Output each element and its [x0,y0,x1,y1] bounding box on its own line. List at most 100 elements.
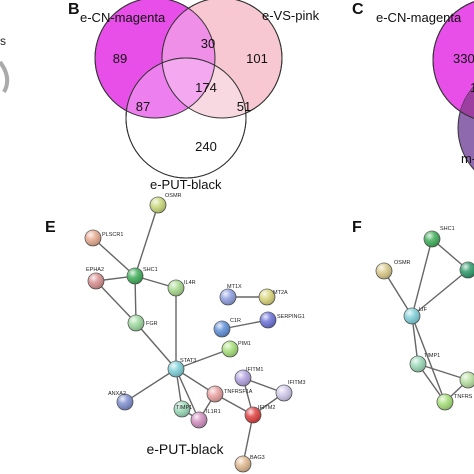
network-node: IFITM2 [244,405,275,424]
panel-letter-e: E [45,219,56,236]
network-node-label: FGR [146,321,158,327]
network-node-label: IL1R1 [206,409,221,415]
network-node-shine [88,273,104,289]
network-node-shine [404,308,420,324]
venn-b-label-cn: e-CN-magenta [80,10,166,25]
network-node-label: TNFRS [454,394,473,400]
network-node: MT1X [219,284,242,306]
network-edge [175,348,231,370]
network-node-shine [174,401,190,417]
network-node: EPHA2 [86,267,105,290]
network-node: TNFRS [436,393,473,411]
network-node [459,261,474,279]
network-node-shine [437,394,453,410]
network-node: LIF [403,307,428,325]
network-node-label: C1R [230,318,241,324]
network-node-shine [410,356,426,372]
venn-b-count-vs-put: 51 [237,99,251,114]
network-node-shine [207,386,223,402]
venn-c-count-cn: 3300 [453,51,474,66]
venn-b: B e-CN-magenta e-VS-pink e-PUT-black 89 … [68,0,320,192]
network-node: SERPING1 [259,311,305,329]
network-node: FGR [127,314,158,332]
network-node-label: SHC1 [143,267,158,273]
network-node-label: MT2A [273,290,288,296]
network-node-shine [150,197,166,213]
network-edge [383,270,413,317]
network-edge [95,280,137,324]
network-node-shine [127,268,143,284]
network-node-shine [168,280,184,296]
network-node: TIMP1 [409,353,440,373]
network-node-label: SERPING1 [277,314,305,320]
network-node-label: SHC1 [440,226,455,232]
network-node-shine [235,456,251,472]
network-node-shine [460,372,474,388]
venn-b-count-put-only: 240 [195,139,217,154]
network-node-label: BAG3 [250,455,265,461]
network-node-label: IFITM1 [246,367,263,373]
venn-b-count-cn-put: 87 [136,99,150,114]
network-node: ANXA2 [108,391,134,411]
network-edge [135,322,177,370]
panel-a-remnant: s [0,34,10,93]
network-node: IL1R1 [190,409,221,429]
network-node-shine [191,412,207,428]
network-node-shine [128,315,144,331]
network-node-label: OSMR [394,260,411,266]
network-node-label: STAT3 [180,358,196,364]
panel-letter-c: C [352,1,364,18]
network-node-shine [235,370,251,386]
panel-letter-f: F [352,219,362,236]
network-node-label: IFITM3 [288,380,305,386]
venn-b-count-cn-vs: 30 [201,36,215,51]
network-edge [124,368,177,403]
panel-a-shape [0,60,10,93]
network-node: TIMP1 [173,400,192,418]
network-node: STAT3 [167,358,196,378]
network-edge [417,363,469,381]
network-node-shine [168,361,184,377]
network-node-label: PIM1 [238,341,251,347]
network-node: BAG3 [234,455,265,473]
panel-letter-b: B [68,1,80,18]
network-node: OSMR [375,260,411,280]
venn-b-label-put: e-PUT-black [150,177,222,192]
network-node: SHC1 [423,226,455,248]
network-node: PIM1 [221,340,251,358]
network-node-label: PLSCR1 [102,232,123,238]
network-node-label: IFITM2 [258,405,275,411]
network-node-shine [460,262,474,278]
network-edge [411,238,433,317]
network-node-label: IL4R [184,280,196,286]
network-node-shine [117,394,133,410]
network-node: TNFRSF1A [206,385,253,403]
network-node-label: LIF [419,307,428,313]
network-edge [411,269,469,317]
network-edge [134,204,159,277]
venn-b-label-vs: e-VS-pink [262,8,320,23]
network-node-shine [376,263,392,279]
network-node: IFITM3 [275,380,305,402]
network-node: IFITM1 [234,367,263,387]
network-node-label: TIMP1 [424,353,440,359]
svg-text:s: s [0,34,6,48]
network-e-caption: e-PUT-black [146,441,224,457]
network-node-label: TNFRSF1A [224,389,253,395]
network-edge [175,368,200,421]
network-node-shine [424,231,440,247]
network-node: IL4R [167,279,196,297]
network-node-shine [259,289,275,305]
network-node: MT2A [258,288,288,306]
network-node-shine [220,289,236,305]
network-node-shine [222,341,238,357]
venn-c-label-cn: e-CN-magenta [376,10,462,25]
network-node-label: OSMR [165,193,182,199]
network-node-shine [245,407,261,423]
network-node-label: TIMP1 [176,405,192,411]
network-node: OSMR [149,193,182,214]
